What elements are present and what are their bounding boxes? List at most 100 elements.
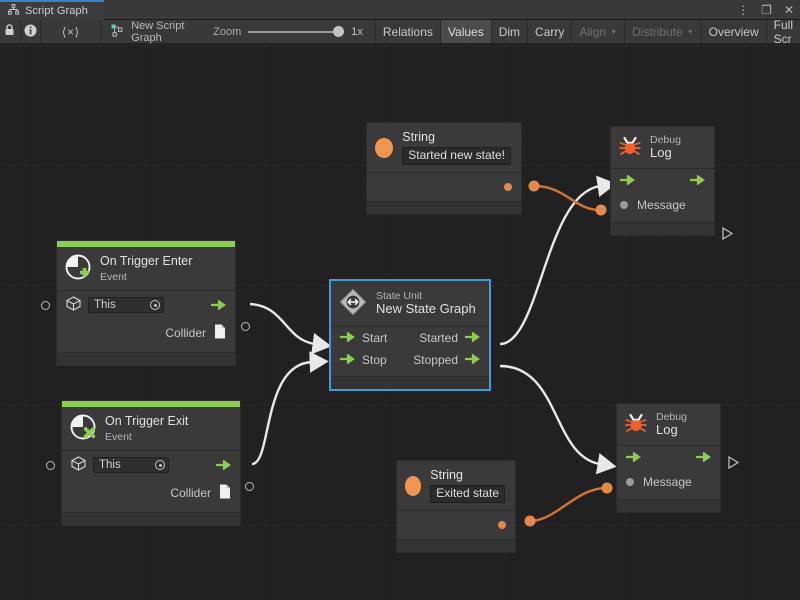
event-accent-bar xyxy=(57,241,235,247)
toolbar-button-label: Full Scr xyxy=(773,17,793,46)
node-flow-row xyxy=(617,446,720,470)
zoom-label: Zoom xyxy=(213,25,242,38)
target-input-port-exit[interactable] xyxy=(46,461,55,470)
zoom-slider[interactable] xyxy=(248,25,345,39)
string-output-port[interactable] xyxy=(498,521,506,530)
toolbar-button-overview[interactable]: Overview xyxy=(700,20,766,43)
node-subtitle: Debug xyxy=(656,411,687,423)
tab-label: Script Graph xyxy=(25,5,88,17)
node-title: New State Graph xyxy=(376,301,476,317)
node-string-exited[interactable]: String Exited state xyxy=(396,460,516,554)
info-button[interactable] xyxy=(21,20,42,43)
toolbar-button-distribute[interactable]: Distribute▼ xyxy=(624,20,701,43)
string-literal-icon xyxy=(375,137,394,158)
target-object-value: This xyxy=(99,459,121,471)
toolbar-button-label: Align xyxy=(579,24,607,39)
node-output-row xyxy=(367,173,521,201)
node-body xyxy=(397,511,515,540)
string-literal-icon xyxy=(405,475,422,496)
string-value-input[interactable]: Exited state xyxy=(430,485,505,504)
object-picker-icon[interactable] xyxy=(150,300,160,310)
port-label-collider: Collider xyxy=(170,486,211,500)
node-title: On Trigger Enter xyxy=(100,254,193,269)
script-graph-icon xyxy=(111,24,124,40)
breadcrumb[interactable]: New Script Graph xyxy=(101,19,207,44)
collider-output-port-enter[interactable] xyxy=(241,322,250,331)
control-output-port[interactable] xyxy=(696,451,711,465)
toolbar-button-carry[interactable]: Carry xyxy=(527,20,571,43)
state-unit-icon xyxy=(339,288,367,319)
node-header: String Exited state xyxy=(397,461,515,512)
toolbar-button-relations[interactable]: Relations xyxy=(374,20,440,43)
node-title: Log xyxy=(650,145,672,161)
toolbar-button-label: Distribute xyxy=(632,24,683,39)
zoom-slider-knob[interactable] xyxy=(333,26,345,37)
control-output-arrow-bottom[interactable] xyxy=(728,455,740,474)
control-output-port-stopped[interactable] xyxy=(465,353,480,367)
window-menu-icon[interactable]: ⋮ xyxy=(737,3,750,17)
tab-script-graph[interactable]: Script Graph xyxy=(0,0,104,20)
node-port-row-stop: Stop Stopped xyxy=(331,349,489,376)
toolbar-button-label: Overview xyxy=(708,24,759,39)
node-debug-log-top[interactable]: Debug Log Message xyxy=(610,126,715,236)
bug-icon xyxy=(625,413,647,436)
breadcrumb-label: New Script Graph xyxy=(131,19,185,44)
toolbar-button-values[interactable]: Values xyxy=(439,20,491,43)
graph-hierarchy-icon xyxy=(8,4,19,18)
toolbar-button-label: Carry xyxy=(535,24,565,39)
toolbar-button-full-scr[interactable]: Full Scr xyxy=(765,17,800,46)
lock-button[interactable] xyxy=(0,20,21,43)
target-object-field[interactable]: This xyxy=(88,297,164,313)
node-on-trigger-exit[interactable]: On Trigger Exit Event This xyxy=(61,400,241,526)
gameobject-cube-icon xyxy=(66,296,81,314)
edge-exit-to-stop xyxy=(251,351,329,466)
node-footer xyxy=(331,376,489,389)
node-flow-row xyxy=(611,169,714,193)
source-code-button[interactable]: ⟨×⟩ xyxy=(41,20,102,43)
target-input-port-enter[interactable] xyxy=(41,301,50,310)
control-output-port[interactable] xyxy=(690,174,705,188)
control-input-port[interactable] xyxy=(620,174,635,188)
node-title: String xyxy=(430,468,463,482)
edge-enter-to-start xyxy=(249,302,332,355)
string-value-input[interactable]: Started new state! xyxy=(402,147,511,166)
window-controls: ⋮ ❐ ✕ xyxy=(737,0,794,20)
target-object-field[interactable]: This xyxy=(93,457,169,473)
node-subtitle: Event xyxy=(100,270,127,283)
node-state-unit[interactable]: State Unit New State Graph Start Started xyxy=(330,280,490,390)
control-output-arrow-top[interactable] xyxy=(722,226,734,245)
node-title: Log xyxy=(656,422,678,438)
document-icon[interactable] xyxy=(214,324,226,342)
message-input-port[interactable] xyxy=(626,478,634,486)
object-picker-icon[interactable] xyxy=(155,460,165,470)
graph-canvas[interactable]: String Started new state! xyxy=(0,44,800,600)
toolbar-button-align[interactable]: Align▼ xyxy=(571,20,624,43)
collider-output-port-exit[interactable] xyxy=(245,482,254,491)
window-maximize-icon[interactable]: ❐ xyxy=(761,3,772,17)
node-subtitle: Debug xyxy=(650,134,681,146)
string-output-port[interactable] xyxy=(504,183,512,192)
control-input-port-start[interactable] xyxy=(340,331,355,345)
toolbar-button-dim[interactable]: Dim xyxy=(490,20,527,43)
control-output-port[interactable] xyxy=(211,300,226,310)
control-input-port-stop[interactable] xyxy=(340,353,355,367)
node-input-row: Message xyxy=(611,193,714,222)
node-body: Start Started Stop xyxy=(331,327,489,376)
node-string-started[interactable]: String Started new state! xyxy=(366,122,522,216)
chevron-down-icon: ▼ xyxy=(686,29,694,36)
node-debug-log-bottom[interactable]: Debug Log Message xyxy=(616,403,721,513)
control-output-port-started[interactable] xyxy=(465,331,480,345)
zoom-control[interactable]: Zoom 1x xyxy=(207,20,375,43)
message-input-port[interactable] xyxy=(620,201,628,209)
document-icon[interactable] xyxy=(219,484,231,502)
edge-string-to-message-bottom xyxy=(529,486,607,523)
collider-enter-icon xyxy=(65,254,91,283)
port-label-message: Message xyxy=(637,198,686,212)
node-on-trigger-enter[interactable]: On Trigger Enter Event This xyxy=(56,240,236,366)
control-output-port[interactable] xyxy=(216,460,231,470)
control-input-port[interactable] xyxy=(626,451,641,465)
port-label-stopped: Stopped xyxy=(413,353,458,367)
window-close-icon[interactable]: ✕ xyxy=(783,3,794,17)
node-footer xyxy=(611,222,714,235)
